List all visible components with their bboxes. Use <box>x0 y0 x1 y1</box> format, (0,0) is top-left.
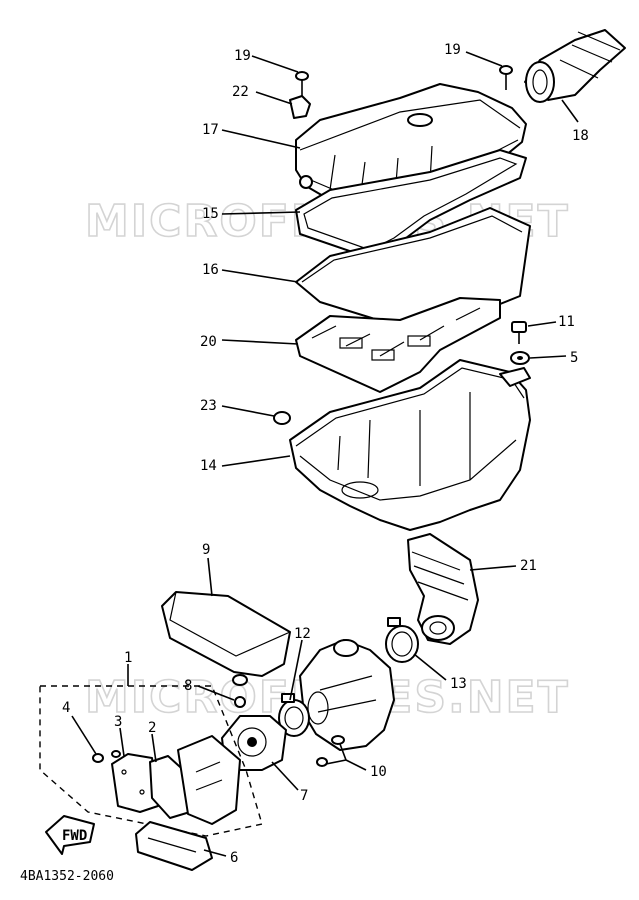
callout-13: 13 <box>450 676 467 692</box>
part-13-clamp <box>385 617 419 663</box>
callout-19-left: 19 <box>234 48 251 64</box>
part-23-plug <box>273 411 291 425</box>
callout-7: 7 <box>300 788 308 804</box>
part-9-silencer <box>161 591 291 686</box>
leader-lines <box>71 51 579 857</box>
callout-19-right: 19 <box>444 42 461 58</box>
part-20-filter-frame <box>295 297 501 393</box>
part-10-screws <box>316 735 345 767</box>
callout-5: 5 <box>570 350 578 366</box>
part-8-screw <box>234 696 246 708</box>
callout-11: 11 <box>558 314 575 330</box>
fwd-label: FWD <box>62 828 87 844</box>
callout-9: 9 <box>202 542 210 558</box>
part-18-intake-joint <box>524 29 626 103</box>
part-22-clip <box>289 95 311 119</box>
part-12-clamp <box>278 693 310 737</box>
callout-6: 6 <box>230 850 238 866</box>
callout-10: 10 <box>370 764 387 780</box>
callout-20: 20 <box>200 334 217 350</box>
part-14-case <box>289 359 531 531</box>
callout-numbers: 19 19 22 17 18 15 16 11 20 5 23 14 9 21 … <box>62 42 589 866</box>
part-5-washer <box>510 351 530 365</box>
part-19-screw-left <box>295 71 309 96</box>
callout-4: 4 <box>62 700 70 716</box>
part-11-bolt <box>511 321 527 344</box>
callout-12: 12 <box>294 626 311 642</box>
callout-1: 1 <box>124 650 132 666</box>
part-6-gasket <box>135 821 213 871</box>
part-19-screw-right <box>499 65 513 90</box>
callout-21: 21 <box>520 558 537 574</box>
callout-15: 15 <box>202 206 219 222</box>
callout-14: 14 <box>200 458 217 474</box>
fwd-arrow-icon: FWD <box>45 815 95 855</box>
part-1-reed-assembly <box>39 685 263 837</box>
part-21-hose <box>407 533 479 645</box>
callout-22: 22 <box>232 84 249 100</box>
callout-16: 16 <box>202 262 219 278</box>
callout-17: 17 <box>202 122 219 138</box>
callout-18: 18 <box>572 128 589 144</box>
drawing-code: 4BA1352-2060 <box>20 869 114 884</box>
callout-3: 3 <box>114 714 122 730</box>
callout-23: 23 <box>200 398 217 414</box>
carburetor-body <box>299 639 395 751</box>
callout-8: 8 <box>184 678 192 694</box>
part-4-screws <box>92 750 121 763</box>
callout-2: 2 <box>148 720 156 736</box>
